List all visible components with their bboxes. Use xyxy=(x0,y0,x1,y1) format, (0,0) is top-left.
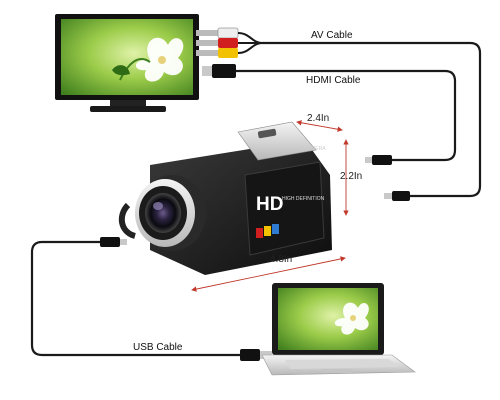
lily-flower-icon xyxy=(112,37,184,82)
hd-badge: HD xyxy=(256,194,283,215)
length-dimension-line xyxy=(191,256,346,292)
length-dimension-label: 4.8In xyxy=(270,254,293,265)
camcorder-icon: HD HIGH DEFINITION MELINERA xyxy=(118,121,332,275)
hdmi-plug xyxy=(202,64,236,78)
lily-flower-icon xyxy=(334,302,369,335)
usb-mini-plug xyxy=(100,237,127,247)
tv-stand xyxy=(90,106,166,112)
hdmi-cable-label: HDMI Cable xyxy=(306,75,361,86)
hdmi-mini-plug xyxy=(365,155,392,165)
hd-badge-sub: HIGH DEFINITION xyxy=(282,196,325,202)
dimension-lines xyxy=(191,120,349,292)
laptop-icon xyxy=(261,283,416,376)
usb-cable xyxy=(30,240,240,357)
usb-cable-label: USB Cable xyxy=(133,342,183,353)
av-camera-plug xyxy=(384,191,410,201)
brand-text: MELINERA xyxy=(300,146,326,152)
tv-monitor-icon xyxy=(55,14,199,112)
lens xyxy=(145,193,181,233)
height-dimension-label: 2.2In xyxy=(340,171,363,182)
rca-plugs xyxy=(196,27,263,58)
hdmi-cable xyxy=(236,69,457,162)
width-dimension-label: 2.4In xyxy=(307,113,330,124)
width-dimension-line xyxy=(296,120,343,132)
av-cable-label: AV Cable xyxy=(311,30,353,41)
av-cable xyxy=(262,41,482,198)
